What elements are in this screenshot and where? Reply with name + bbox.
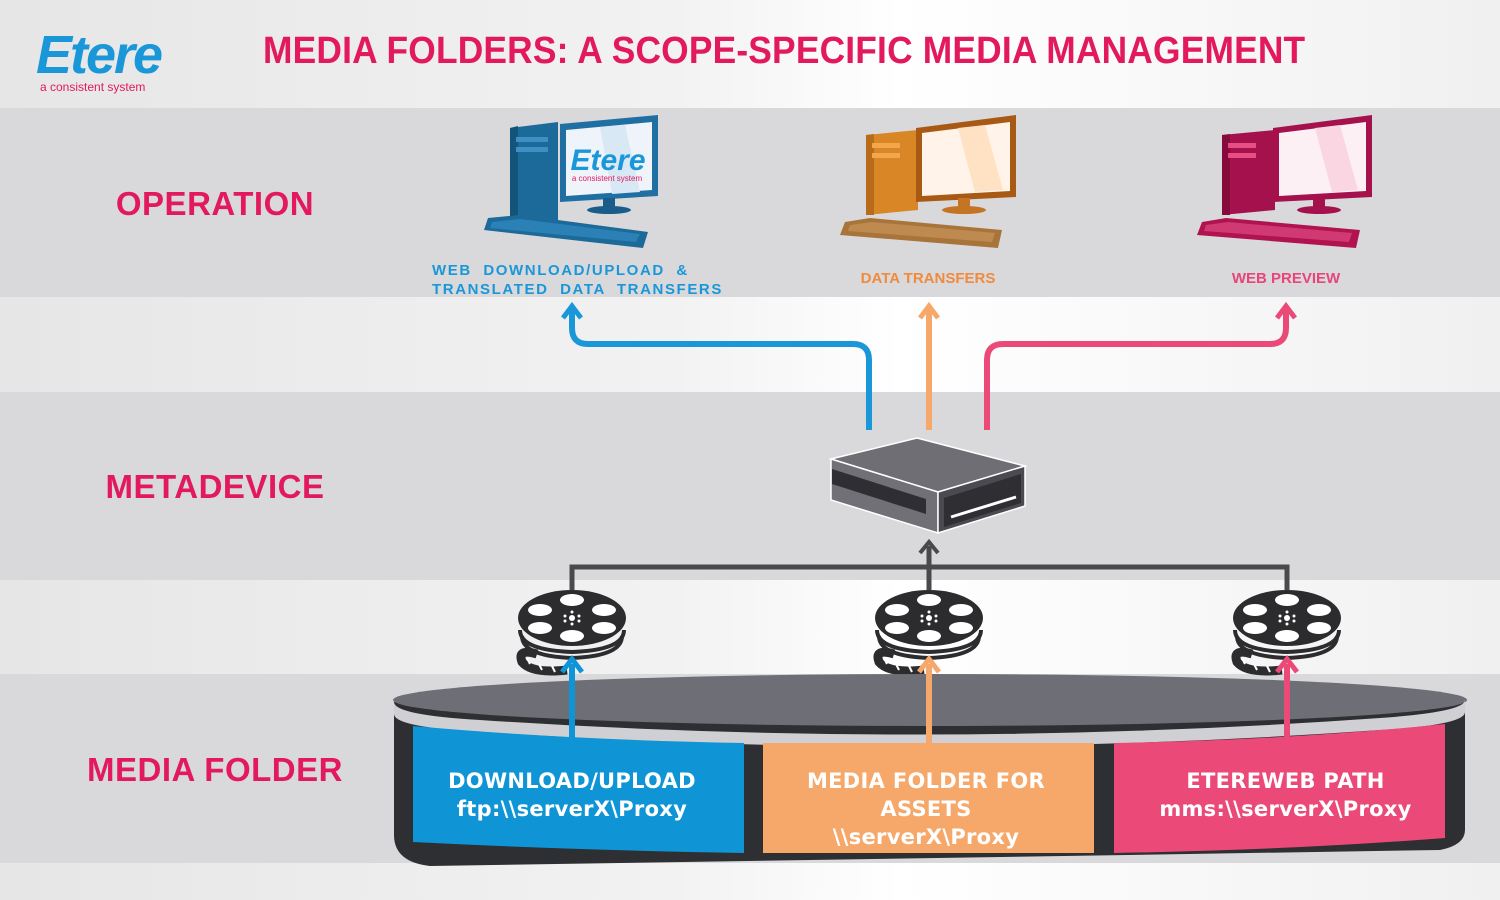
- logo-tagline: a consistent system: [40, 80, 146, 94]
- computer-etere-icon: Etere a consistent system: [484, 115, 658, 248]
- screen-logo: Etere: [570, 144, 645, 177]
- layer-label-operation: OPERATION: [115, 185, 315, 222]
- folder-path: mms:\\serverX\Proxy: [1159, 797, 1412, 821]
- logo-name: Etere: [36, 25, 163, 85]
- operation-label-web-preview: WEB PREVIEW: [1231, 270, 1341, 287]
- header-band: [0, 0, 1500, 108]
- operation-label-line2: TRANSLATED DATA TRANSFERS: [432, 281, 723, 298]
- folder-segment-assets: [763, 743, 1094, 853]
- metadevice-band: [0, 392, 1500, 580]
- folder-title: ETEREWEB PATH: [1186, 769, 1385, 793]
- operation-label-line1: WEB DOWNLOAD/UPLOAD &: [432, 262, 689, 279]
- folder-etereweb-text: ETEREWEB PATH mms:\\serverX\Proxy: [1114, 767, 1457, 823]
- folder-path: \\serverX\Proxy: [832, 825, 1020, 849]
- film-reel-icon: [873, 590, 983, 676]
- folder-download-text: DOWNLOAD/UPLOAD ftp:\\serverX\Proxy: [413, 767, 731, 823]
- arrow-to-data-transfers: [918, 301, 940, 430]
- layer-label-media-folder: MEDIA FOLDER: [87, 751, 343, 788]
- computer-magenta-icon: [1197, 115, 1372, 248]
- folder-segment-etereweb: [1114, 724, 1445, 853]
- folder-segment-download: [413, 726, 744, 853]
- operation-label-web-download: WEB DOWNLOAD/UPLOAD & TRANSLATED DATA TR…: [432, 261, 723, 299]
- folder-title: MEDIA FOLDER FOR ASSETS: [806, 769, 1046, 821]
- film-reel-icon: [516, 590, 626, 676]
- arrow-folder-to-reel: [1275, 654, 1299, 740]
- reel-connector: [569, 538, 1290, 590]
- etere-logo: Etere a consistent system: [36, 25, 163, 94]
- folder-assets-text: MEDIA FOLDER FOR ASSETS \\serverX\Proxy: [763, 767, 1089, 851]
- operation-label-data-transfers: DATA TRANSFERS: [860, 270, 996, 287]
- arrow-to-web-download: [561, 301, 872, 430]
- server-box-icon: [828, 437, 1028, 535]
- folder-title: DOWNLOAD/UPLOAD: [448, 769, 696, 793]
- computer-orange-icon: [840, 115, 1016, 248]
- film-reel-icon: [1231, 590, 1341, 676]
- arrow-to-web-preview: [984, 301, 1297, 430]
- arrow-folder-to-reel: [560, 654, 584, 740]
- page-title: MEDIA FOLDERS: A SCOPE-SPECIFIC MEDIA MA…: [263, 30, 1306, 72]
- layer-label-metadevice: METADEVICE: [105, 468, 325, 505]
- screen-tagline: a consistent system: [572, 174, 643, 183]
- folder-path: ftp:\\serverX\Proxy: [456, 797, 688, 821]
- arrow-folder-to-reel: [917, 654, 941, 743]
- footer-band: [0, 863, 1500, 900]
